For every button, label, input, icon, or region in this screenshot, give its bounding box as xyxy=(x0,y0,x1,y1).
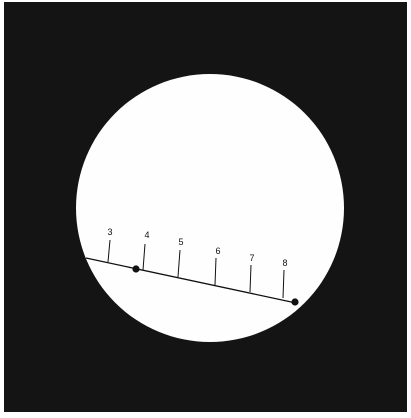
ingress-point xyxy=(132,265,139,272)
tick-label: 6 xyxy=(215,246,220,256)
tick-label: 4 xyxy=(144,230,149,240)
tick-label: 7 xyxy=(249,253,254,263)
egress-point xyxy=(291,298,298,305)
tick-label: 8 xyxy=(282,258,287,268)
tick-label: 5 xyxy=(178,237,183,247)
tick-label: 3 xyxy=(107,227,112,237)
sun-disc xyxy=(76,74,344,342)
